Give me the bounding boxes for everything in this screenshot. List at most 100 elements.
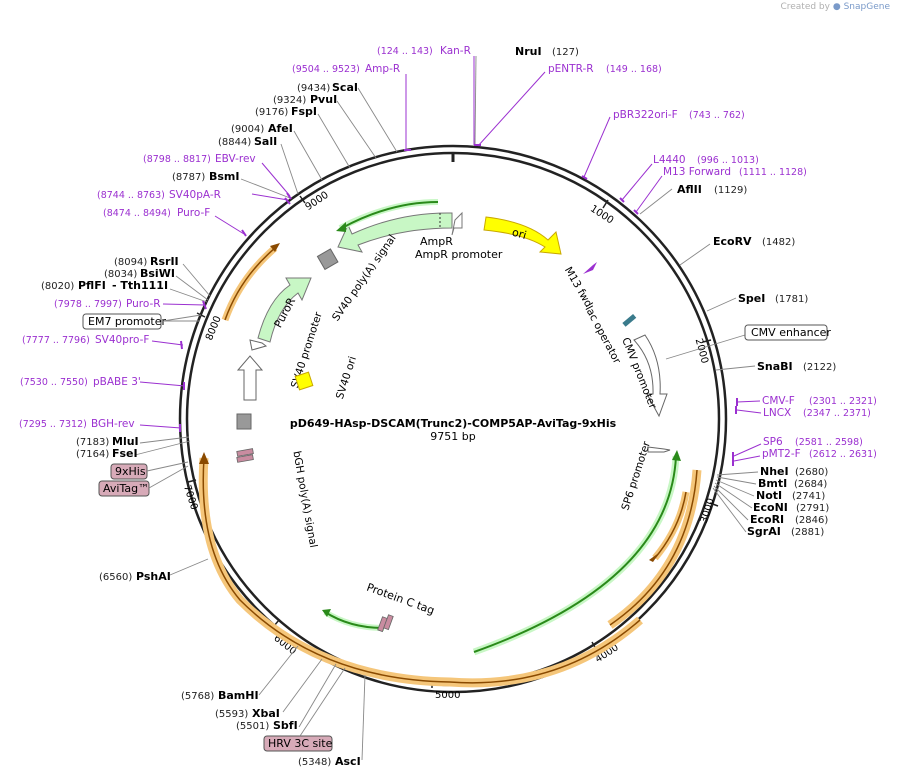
primer-pbr322[interactable]: pBR322ori-F xyxy=(613,109,678,121)
site-ecori[interactable]: EcoRI xyxy=(750,513,784,526)
primer-ampr-coords: (9504 .. 9523) xyxy=(292,64,360,75)
site-nhei-pos: (2680) xyxy=(795,467,828,478)
site-ecorv-pos: (1482) xyxy=(762,237,795,248)
site-rsrii-pos: (8094) xyxy=(114,257,147,268)
site-asci[interactable]: AscI xyxy=(335,755,361,768)
cmv-enhancer-box[interactable] xyxy=(744,324,828,341)
primer-purof[interactable]: Puro-F xyxy=(177,207,210,219)
orf-orange-inner-line xyxy=(654,491,687,559)
site-pflfi[interactable]: PflFI xyxy=(78,279,106,292)
primer-sv40pro[interactable]: SV40pro-F xyxy=(95,334,149,346)
orf-orange-right-line xyxy=(609,469,698,626)
site-sali[interactable]: SalI xyxy=(254,135,277,148)
site-bmti[interactable]: BmtI xyxy=(758,477,787,490)
em7-box[interactable] xyxy=(82,313,162,330)
hrv-box[interactable] xyxy=(263,735,333,752)
primer-sv40pro-coords: (7777 .. 7796) xyxy=(22,335,90,346)
site-pvui[interactable]: PvuI xyxy=(310,93,337,106)
his-box[interactable] xyxy=(110,463,148,480)
site-spei-pos: (1781) xyxy=(775,294,808,305)
primer-ampr[interactable]: Amp-R xyxy=(365,63,400,75)
site-noti[interactable]: NotI xyxy=(756,489,782,502)
sv40-ori-feature[interactable] xyxy=(294,371,314,391)
primer-bghrev-coords: (7295 .. 7312) xyxy=(19,419,87,430)
site-fspi[interactable]: FspI xyxy=(291,105,317,118)
sv40-polya-feature[interactable] xyxy=(316,248,339,271)
ampr-feature[interactable] xyxy=(337,212,453,253)
site-bsmi[interactable]: BsmI xyxy=(209,170,240,183)
plasmid-size: 9751 bp xyxy=(430,430,475,443)
site-sbfi[interactable]: SbfI xyxy=(273,719,298,732)
site-pshai[interactable]: PshAI xyxy=(136,570,171,583)
cmv-promoter-feature[interactable] xyxy=(633,334,668,418)
snapgene-credit: Created by ● SnapGene xyxy=(780,2,890,12)
ampr-promoter-feature[interactable] xyxy=(451,211,463,236)
primer-bghrev[interactable]: BGH-rev xyxy=(91,418,135,430)
sp6-promoter-feature[interactable] xyxy=(647,446,671,453)
site-mlui[interactable]: MluI xyxy=(112,435,139,448)
primer-ebvrev[interactable]: EBV-rev xyxy=(215,153,256,165)
site-fsei[interactable]: FseI xyxy=(112,447,138,460)
primer-purof-coords: (8474 .. 8494) xyxy=(103,208,171,219)
site-xbai[interactable]: XbaI xyxy=(252,707,280,720)
protc-label: Protein C tag xyxy=(365,581,436,618)
sv40-promoter-arrow[interactable] xyxy=(236,355,264,401)
orf-orange-bottom-line xyxy=(202,457,641,684)
plasmid-name: pD649-HAsp-DSCAM(Trunc2)-COMP5AP-AviTag-… xyxy=(290,417,617,430)
orf-green-right-head xyxy=(672,450,681,461)
site-econi[interactable]: EcoNI xyxy=(753,501,788,514)
ori-label: ori xyxy=(511,226,528,242)
orf-orange-bottom-head xyxy=(199,452,209,464)
tick-9000: 9000 xyxy=(303,190,330,213)
primer-m13fwd-coords: (1111 .. 1128) xyxy=(739,167,807,178)
primer-sv40pa[interactable]: SV40pA-R xyxy=(169,189,221,201)
site-nhei[interactable]: NheI xyxy=(760,465,789,478)
site-ecorv[interactable]: EcoRV xyxy=(713,235,752,248)
primer-l4440[interactable]: L4440 xyxy=(653,154,686,166)
primer-pbabe[interactable]: pBABE 3' xyxy=(93,376,141,388)
site-afei[interactable]: AfeI xyxy=(268,122,293,135)
site-bsiwi[interactable]: BsiWI xyxy=(140,267,175,280)
primer-kanr[interactable]: Kan-R xyxy=(440,45,471,57)
site-afei-pos: (9004) xyxy=(231,124,264,135)
site-sgrai[interactable]: SgrAI xyxy=(747,525,781,538)
site-sbfi-pos: (5501) xyxy=(236,721,269,732)
hrv-label: HRV 3C site xyxy=(268,737,333,750)
primer-m13fwd[interactable]: M13 Forward xyxy=(663,166,731,178)
primer-sp6[interactable]: SP6 xyxy=(763,436,783,448)
primer-sp6-coords: (2581 .. 2598) xyxy=(795,437,863,448)
m13fwd-feature[interactable] xyxy=(583,262,597,274)
bgh-polya-feature[interactable] xyxy=(236,413,252,430)
site-pshai-pos: (6560) xyxy=(99,572,132,583)
site-bamhi[interactable]: BamHI xyxy=(218,689,259,702)
site-nrui[interactable]: NruI xyxy=(515,45,542,58)
primer-pentr-coords: (149 .. 168) xyxy=(606,64,662,75)
primer-cmvf[interactable]: CMV-F xyxy=(762,395,795,407)
primer-pmt2f[interactable]: pMT2-F xyxy=(762,448,801,460)
site-aflii-pos: (1129) xyxy=(714,185,747,196)
site-snabi[interactable]: SnaBI xyxy=(757,360,793,373)
puror-feature[interactable] xyxy=(257,277,312,343)
ori-feature[interactable] xyxy=(483,216,562,255)
site-tth111i[interactable]: - Tth111I xyxy=(112,279,168,292)
site-sgrai-pos: (2881) xyxy=(791,527,824,538)
em7-label: EM7 promoter xyxy=(88,315,166,328)
site-spei[interactable]: SpeI xyxy=(738,292,765,305)
site-asci-pos: (5348) xyxy=(298,757,331,768)
site-sali-pos: (8844) xyxy=(218,137,251,148)
lac-operator-feature[interactable] xyxy=(622,313,637,327)
site-rsrii[interactable]: RsrII xyxy=(150,255,179,268)
site-bsiwi-pos: (8034) xyxy=(104,269,137,280)
site-scai[interactable]: ScaI xyxy=(332,81,358,94)
primer-pentr[interactable]: pENTR-R xyxy=(548,63,594,75)
site-nrui-pos: (127) xyxy=(552,47,579,58)
ampr-arc-line xyxy=(341,201,439,229)
avi-box[interactable] xyxy=(98,480,150,497)
site-aflii[interactable]: AflII xyxy=(677,183,702,196)
sv40-promoter-feature[interactable] xyxy=(249,339,268,351)
his-avi-marks-2 xyxy=(236,454,254,463)
primer-lncx[interactable]: LNCX xyxy=(763,407,791,419)
protc-feature-2 xyxy=(383,614,394,631)
primer-puror[interactable]: Puro-R xyxy=(126,298,161,310)
ampr-promoter-label: AmpR promoter xyxy=(415,248,503,261)
